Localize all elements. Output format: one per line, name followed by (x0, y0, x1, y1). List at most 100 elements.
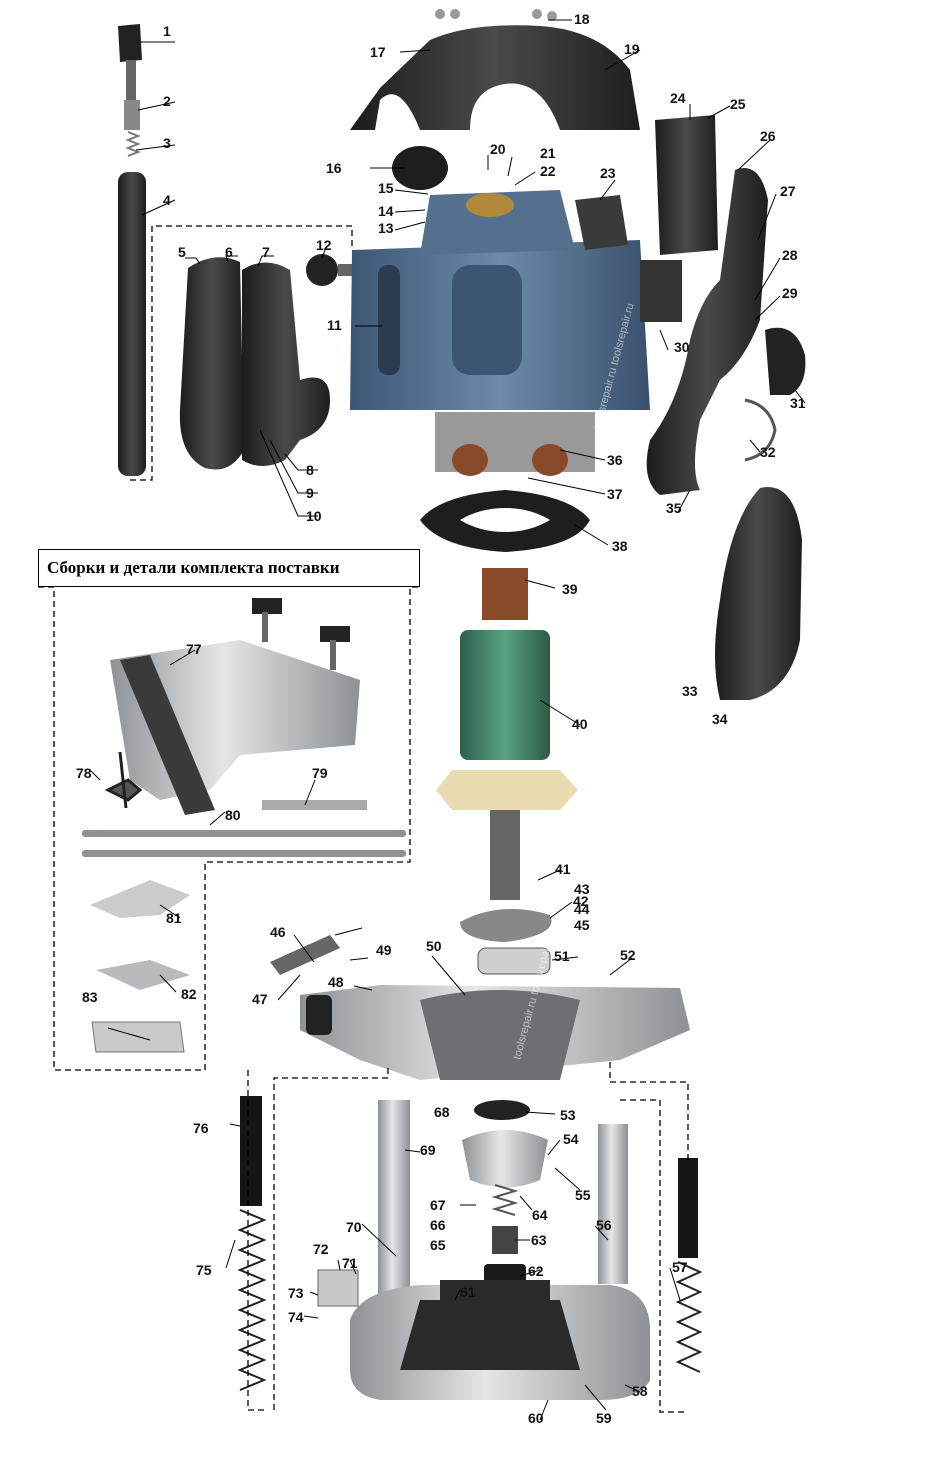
seal-ring (474, 1100, 530, 1120)
depth-rod-assembly (118, 24, 146, 476)
switch-block (640, 260, 682, 322)
callout-78: 78 (76, 765, 92, 781)
callout-20: 20 (490, 141, 506, 157)
callout-14: 14 (378, 203, 394, 219)
callout-19: 19 (624, 41, 640, 57)
callout-70: 70 (346, 1219, 362, 1235)
top-cover (350, 9, 640, 130)
baffle-ring (420, 490, 590, 552)
callout-27: 27 (780, 183, 796, 199)
callout-16: 16 (326, 160, 342, 176)
motor-housing (350, 190, 650, 410)
callout-71: 71 (342, 1255, 358, 1271)
callout-59: 59 (596, 1410, 612, 1426)
callout-57: 57 (672, 1259, 688, 1275)
callout-72: 72 (313, 1241, 329, 1257)
handle-half (715, 487, 802, 700)
callout-24: 24 (670, 90, 686, 106)
callout-69: 69 (420, 1142, 436, 1158)
callout-12: 12 (316, 237, 332, 253)
cap-disc (392, 146, 448, 190)
callout-31: 31 (790, 395, 806, 411)
callout-3: 3 (163, 135, 171, 151)
callout-23: 23 (600, 165, 616, 181)
return-spring-left (237, 1096, 267, 1391)
callout-17: 17 (370, 44, 386, 60)
callout-56: 56 (596, 1217, 612, 1233)
callout-26: 26 (760, 128, 776, 144)
right-handle (646, 168, 806, 495)
callout-18: 18 (574, 11, 590, 27)
dashed-assembly-lines (130, 225, 689, 1413)
callout-46: 46 (270, 924, 286, 940)
callout-40: 40 (572, 716, 588, 732)
callout-83: 83 (82, 989, 98, 1005)
callout-9: 9 (306, 485, 314, 501)
callout-41: 41 (555, 861, 571, 877)
callout-34: 34 (712, 711, 728, 727)
callout-22: 22 (540, 163, 556, 179)
callout-52: 52 (620, 947, 636, 963)
callout-25: 25 (730, 96, 746, 112)
side-cover-plate (655, 115, 718, 255)
callout-6: 6 (225, 244, 233, 260)
callout-49: 49 (376, 942, 392, 958)
callout-62: 62 (528, 1263, 544, 1279)
kit-contents-title: Сборки и детали комплекта поставки (38, 549, 420, 587)
collet (492, 1226, 518, 1254)
callout-43: 43 (574, 881, 590, 897)
callout-80: 80 (225, 807, 241, 823)
callout-75: 75 (196, 1262, 212, 1278)
callout-53: 53 (560, 1107, 576, 1123)
depth-stop-block (317, 1269, 359, 1307)
callout-65: 65 (430, 1237, 446, 1253)
brush-holder (575, 195, 628, 250)
callout-21: 21 (540, 145, 556, 161)
collet-spring (491, 1184, 519, 1216)
callout-54: 54 (563, 1131, 579, 1147)
callout-76: 76 (193, 1120, 209, 1136)
guide-bar-79 (262, 800, 367, 810)
callout-47: 47 (252, 991, 268, 1007)
callout-39: 39 (562, 581, 578, 597)
callout-68: 68 (434, 1104, 450, 1120)
guide-rod-80b (82, 850, 406, 857)
circle-guide-82 (96, 960, 190, 990)
callout-10: 10 (306, 508, 322, 524)
callout-32: 32 (760, 444, 776, 460)
callout-48: 48 (328, 974, 344, 990)
callout-7: 7 (262, 244, 270, 260)
callout-37: 37 (607, 486, 623, 502)
callout-73: 73 (288, 1285, 304, 1301)
callout-79: 79 (312, 765, 328, 781)
spindle-flange (462, 1130, 548, 1188)
armature (436, 568, 578, 900)
motor-base-casting (300, 985, 690, 1080)
router-base-plate (350, 1280, 650, 1400)
callout-51: 51 (554, 948, 570, 964)
callout-36: 36 (607, 452, 623, 468)
callout-82: 82 (181, 986, 197, 1002)
callout-63: 63 (531, 1232, 547, 1248)
callout-58: 58 (632, 1383, 648, 1399)
callout-11: 11 (327, 317, 342, 333)
callout-4: 4 (163, 192, 171, 208)
callout-15: 15 (378, 180, 394, 196)
callout-61: 61 (460, 1284, 476, 1300)
callout-42: 42 (573, 893, 589, 909)
callout-8: 8 (306, 462, 314, 478)
left-handle-covers (179, 257, 330, 470)
stator (435, 412, 595, 476)
callout-74: 74 (288, 1309, 304, 1325)
callout-1: 1 (163, 23, 171, 39)
callout-30: 30 (674, 339, 690, 355)
kit-inset-border (38, 586, 420, 1071)
callout-55: 55 (575, 1187, 591, 1203)
callout-29: 29 (782, 285, 798, 301)
callout-13: 13 (378, 220, 394, 236)
callout-2: 2 (163, 93, 171, 109)
callout-50: 50 (426, 938, 442, 954)
guide-rod-80a (82, 830, 406, 837)
